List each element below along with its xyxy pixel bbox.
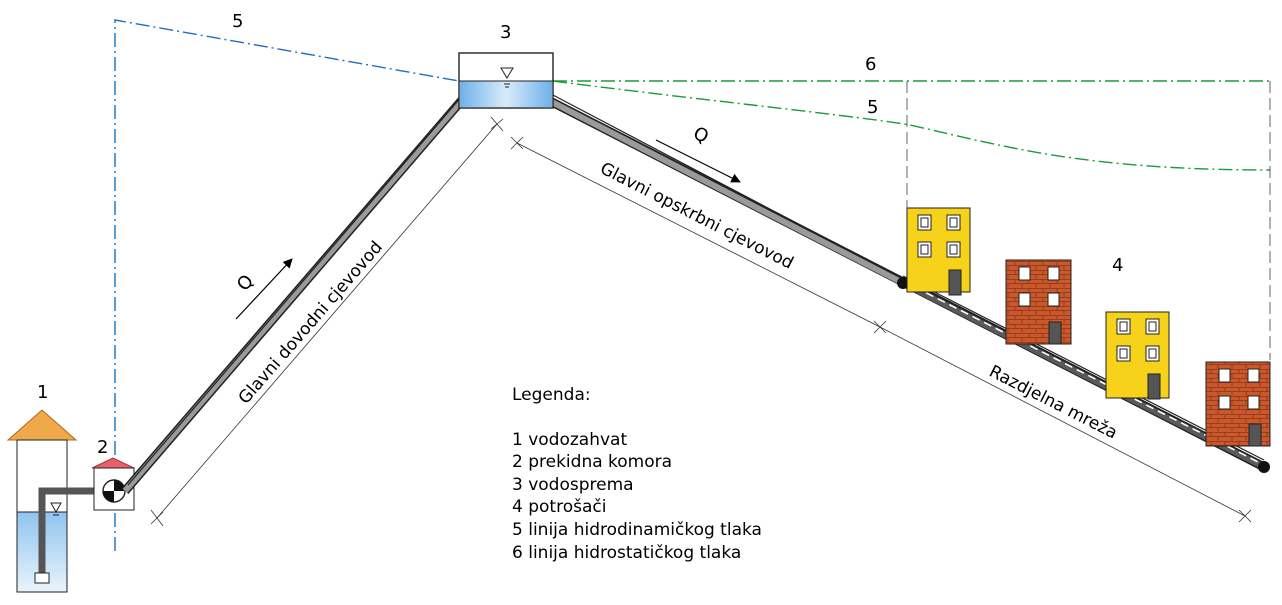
dimension-tick xyxy=(510,136,1252,523)
building-yellow-1 xyxy=(906,207,971,296)
label-supply-main: Glavni dovodni cjevovod xyxy=(235,238,387,409)
label-network: Razdjelna mreža xyxy=(986,362,1121,444)
legend-title: Legenda: xyxy=(512,385,591,405)
distribution-main-pipe xyxy=(545,93,1270,473)
break-chamber xyxy=(91,457,135,511)
dimension-line-supply xyxy=(156,123,498,519)
label-flow-right: Q xyxy=(690,123,712,148)
legend-item: 3 vodosprema xyxy=(512,474,634,495)
flow-arrow-left xyxy=(235,258,293,320)
flow-arrow-right xyxy=(655,139,741,183)
chamber-roof xyxy=(91,457,135,469)
label-dynamic-line-left: 5 xyxy=(232,11,243,32)
legend-item: 5 linija hidrodinamičkog tlaka xyxy=(512,519,762,540)
label-dynamic-line-right: 5 xyxy=(867,97,878,118)
network-node xyxy=(897,277,909,289)
legend-item: 1 vodozahvat xyxy=(512,429,628,450)
label-consumers: 4 xyxy=(1112,255,1123,276)
reservoir xyxy=(458,52,554,109)
dimension-line-network xyxy=(879,326,1246,517)
intake xyxy=(6,409,104,593)
reservoir-water xyxy=(460,81,552,107)
network-node xyxy=(1258,461,1270,473)
hydrodynamic-pressure-line-left xyxy=(114,19,460,551)
legend-item: 4 potrošači xyxy=(512,497,607,518)
legend-item: 2 prekidna komora xyxy=(512,452,673,473)
building-brick-1 xyxy=(1005,259,1072,345)
dimension-tick xyxy=(150,116,504,527)
legend: Legenda: 1 vodozahvat 2 prekidna komora … xyxy=(512,384,762,564)
label-intake: 1 xyxy=(37,382,48,403)
supply-main-pipe xyxy=(121,95,466,494)
intake-roof xyxy=(6,409,78,441)
building-brick-2 xyxy=(1205,361,1271,447)
legend-item: 6 linija hidrostatičkog tlaka xyxy=(512,542,742,563)
dimension-line-distribution xyxy=(516,142,881,328)
label-break-chamber: 2 xyxy=(97,437,108,458)
label-reservoir: 3 xyxy=(500,22,511,43)
building-yellow-2 xyxy=(1105,311,1170,400)
label-static-line: 6 xyxy=(865,54,876,75)
label-flow-left: Q xyxy=(233,271,258,295)
